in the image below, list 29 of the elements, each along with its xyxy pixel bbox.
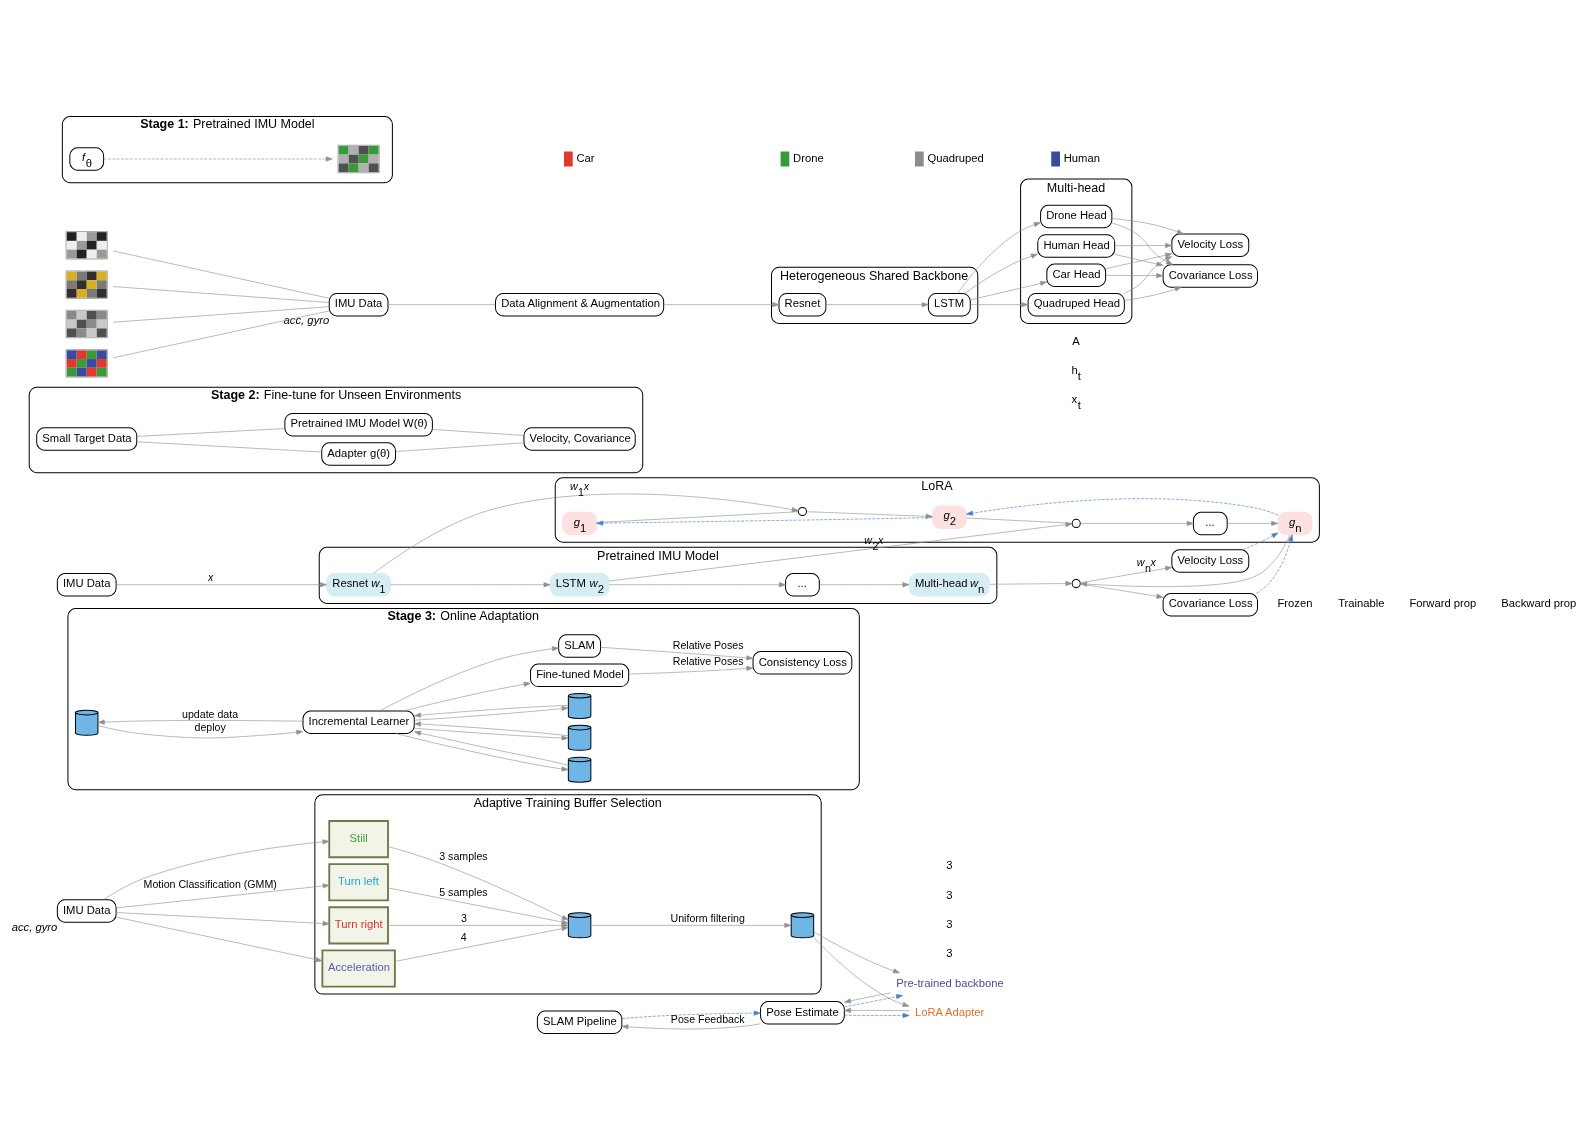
- edge-label: 3: [460, 911, 467, 924]
- legend-label: Human: [1063, 151, 1100, 164]
- node-label: acc, gyro: [283, 314, 329, 327]
- node-text: LoRA Adapter: [914, 1006, 984, 1019]
- edge-label: Uniform filtering: [670, 911, 745, 924]
- legend-label: Backward prop: [1500, 597, 1576, 610]
- edge-label: 5 samples: [438, 885, 488, 898]
- edge-label: Relative Poses: [672, 639, 743, 652]
- node-text: Pre-trained backbone: [895, 976, 1004, 989]
- node-label: acc, gyro: [11, 920, 57, 933]
- edge-label: deploy: [194, 720, 226, 733]
- legend-label: Frozen: [1277, 597, 1313, 610]
- edge-label: 3 samples: [438, 850, 488, 863]
- legend-label: Car: [575, 151, 595, 164]
- legend-label: Forward prop: [1408, 597, 1476, 610]
- label: 3: [945, 918, 952, 931]
- legend-label: Drone: [792, 151, 824, 164]
- edge-label: 4: [460, 931, 467, 944]
- label: 3: [945, 859, 952, 872]
- edge-label: x: [207, 570, 213, 583]
- edge-label: Relative Poses: [672, 655, 743, 668]
- edge-label: update data: [181, 707, 238, 720]
- edge-label: Motion Classification (GMM): [143, 878, 277, 891]
- legend-label: Trainable: [1337, 597, 1385, 610]
- label: 3: [945, 947, 952, 960]
- legend-label: Quadruped: [926, 151, 984, 164]
- label: A: [1071, 334, 1080, 347]
- label: 3: [945, 888, 952, 901]
- edge-label: Pose Feedback: [670, 1012, 745, 1025]
